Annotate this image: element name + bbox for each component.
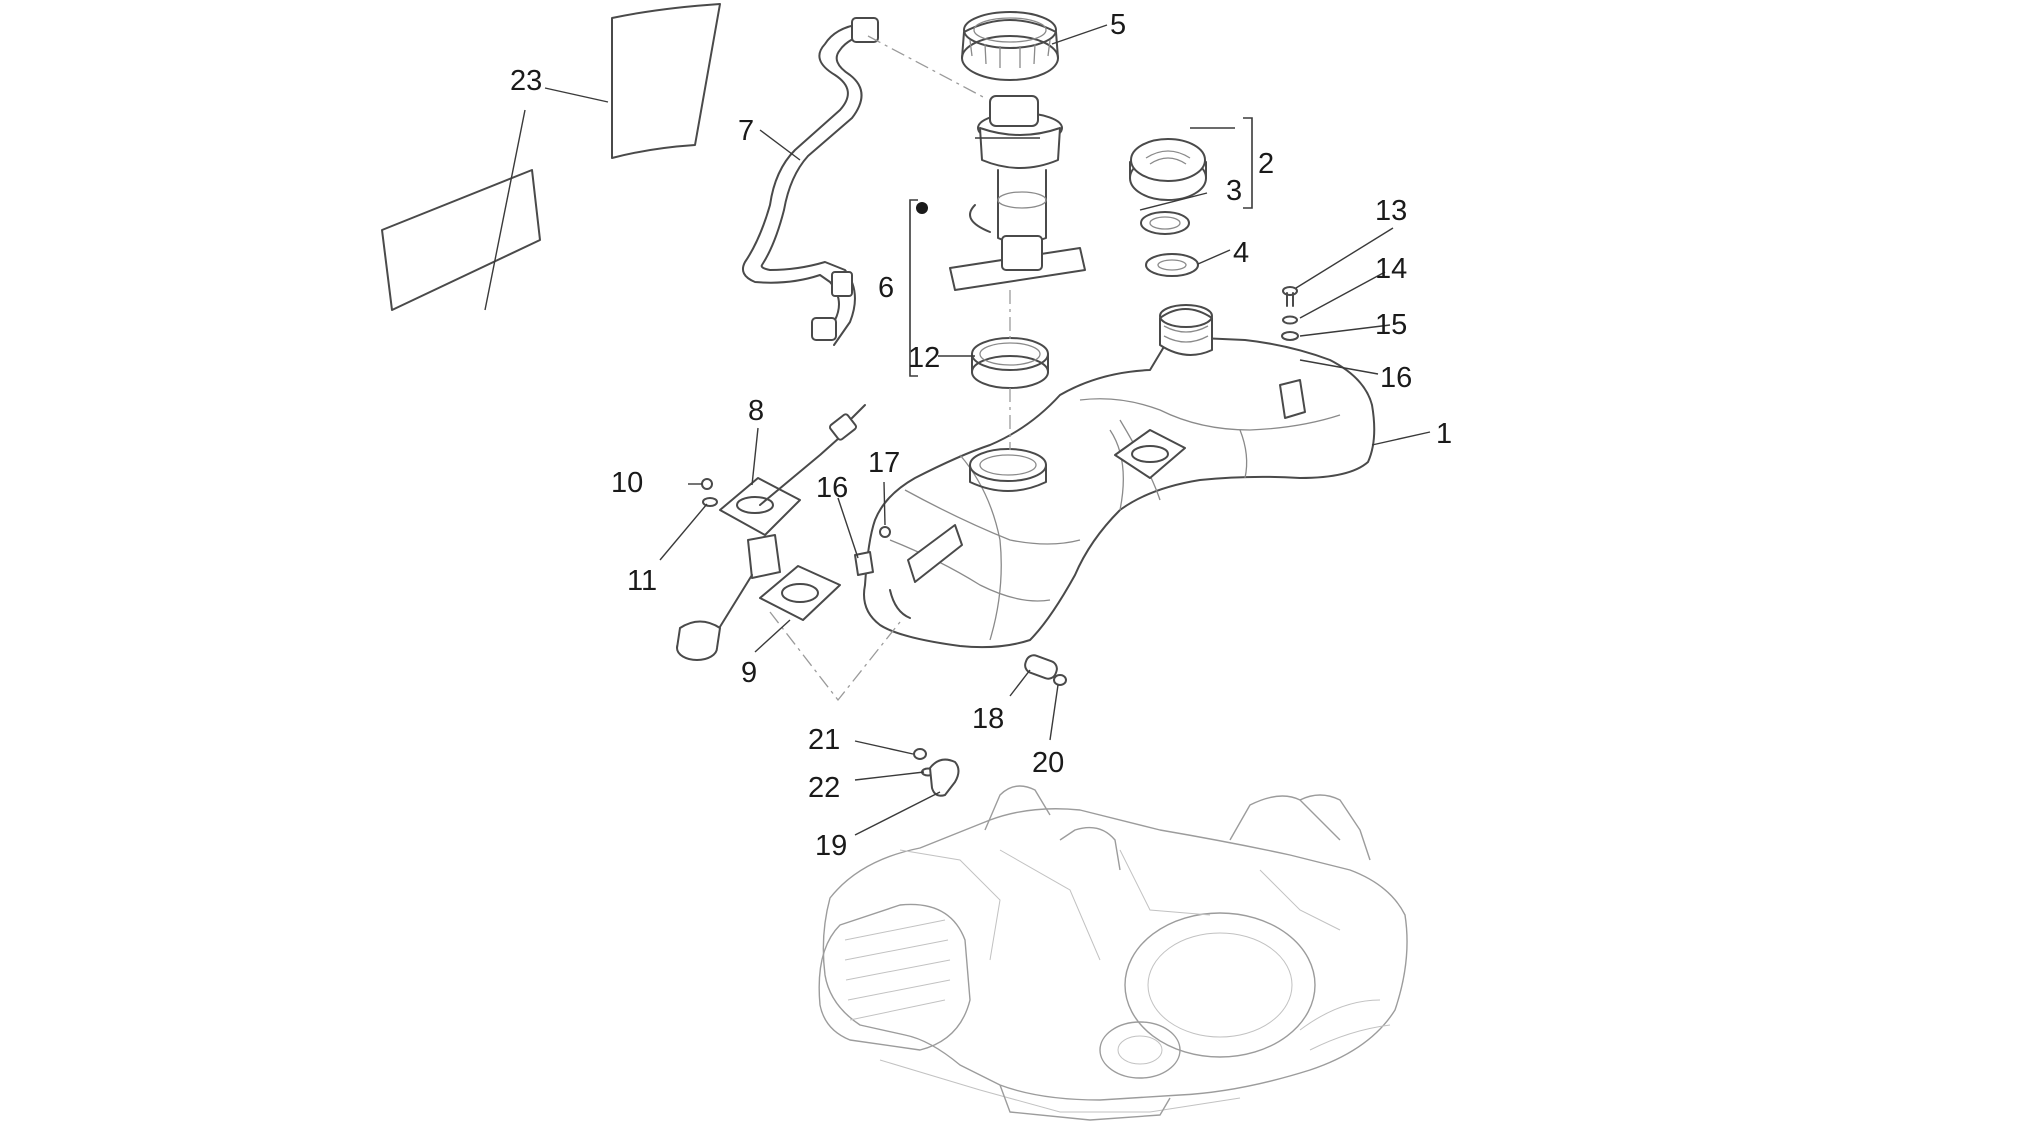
assembly-lines [769, 35, 1011, 702]
part-6-fuel-pump [949, 95, 1086, 291]
part-23-labels [381, 3, 721, 311]
callout-18: 18 [972, 703, 1004, 735]
callout-17: 17 [868, 447, 900, 479]
part-7-fuel-hose [742, 17, 879, 346]
callout-9: 9 [741, 657, 757, 689]
callout-3: 3 [1226, 175, 1242, 207]
callout-5: 5 [1110, 9, 1126, 41]
bracket-6 [909, 199, 928, 377]
leader-lines [484, 24, 1431, 836]
callout-labels: 5 2 3 4 13 14 15 16 1 23 7 6 12 8 10 11 … [510, 9, 1452, 862]
callout-23: 23 [510, 65, 542, 97]
part-5-ring-nut [961, 11, 1059, 81]
bullet-marker [916, 202, 928, 214]
part-12-pump-gasket [971, 337, 1049, 389]
callout-16-left: 16 [816, 472, 848, 504]
callout-14: 14 [1375, 253, 1407, 285]
callout-11: 11 [627, 565, 657, 597]
callout-13: 13 [1375, 195, 1407, 227]
part-1-fuel-tank [863, 304, 1376, 649]
part-19-22-fitting [913, 748, 960, 797]
callout-19: 19 [815, 830, 847, 862]
callout-15: 15 [1375, 309, 1407, 341]
callout-8: 8 [748, 395, 764, 427]
callout-20: 20 [1032, 747, 1064, 779]
callout-7: 7 [738, 115, 754, 147]
callout-12: 12 [908, 342, 940, 374]
callout-6: 6 [878, 272, 894, 304]
engine-assembly [818, 785, 1408, 1121]
callout-16-right: 16 [1380, 362, 1412, 394]
bracket-2 [1243, 117, 1253, 209]
callout-2: 2 [1258, 148, 1274, 180]
part-8-11-level-sender [676, 404, 866, 661]
part-18-20-drain [1024, 654, 1067, 686]
callout-22: 22 [808, 772, 840, 804]
callout-4: 4 [1233, 237, 1249, 269]
part-16-17-left [854, 526, 891, 576]
part-2-3-4-filler-cap [1129, 138, 1207, 277]
callout-1: 1 [1436, 418, 1452, 450]
callout-21: 21 [808, 724, 840, 756]
callout-10: 10 [611, 467, 643, 499]
